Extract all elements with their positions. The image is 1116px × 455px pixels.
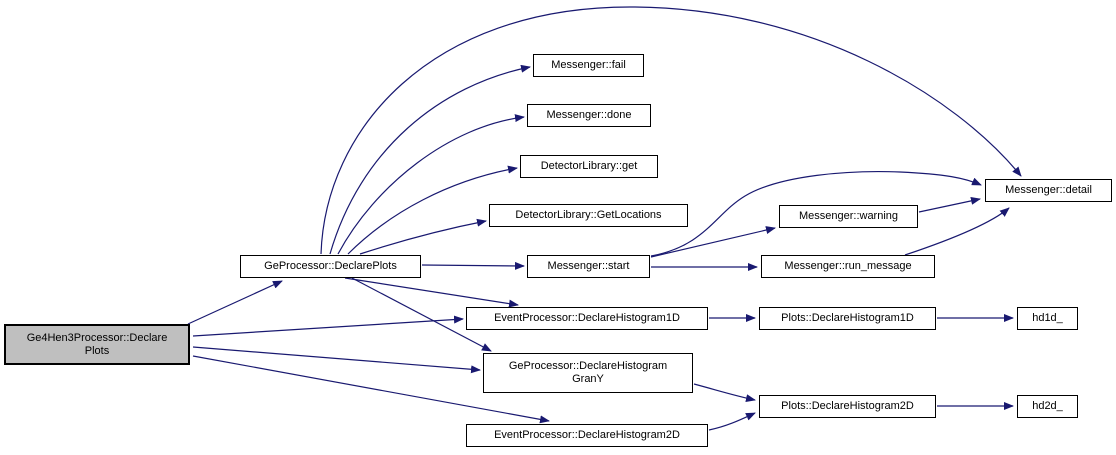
- node-geprocessor-declarehistogramgrany[interactable]: GeProcessor::DeclareHistogram GranY: [483, 353, 693, 393]
- node-detectorlibrary-getlocations[interactable]: DetectorLibrary::GetLocations: [489, 204, 688, 227]
- node-label: Plots::DeclareHistogram1D: [781, 312, 914, 325]
- node-label: Messenger::fail: [551, 59, 626, 72]
- node-eventprocessor-declarehistogram1d[interactable]: EventProcessor::DeclareHistogram1D: [466, 307, 708, 330]
- node-plots-declarehistogram1d[interactable]: Plots::DeclareHistogram1D: [759, 307, 936, 330]
- edge-geprocessor-declareplots-to-messenger-done: [337, 114, 525, 255]
- edge-geprocessor-declareplots-to-geprocessor-declarehistogramgrany: [351, 277, 492, 352]
- node-label-line: GranY: [572, 373, 604, 385]
- node-label: hd1d_: [1032, 312, 1063, 325]
- node-label: GeProcessor::DeclarePlots: [264, 260, 397, 273]
- node-ge4hen3processor-declareplots[interactable]: Ge4Hen3Processor::Declare Plots: [4, 324, 190, 365]
- edge-ge4hen3-to-eventprocessor-declarehistogram2d: [192, 355, 550, 424]
- edge-geprocessor-declareplots-to-messenger-start: [421, 261, 525, 270]
- node-label: DetectorLibrary::get: [540, 160, 638, 173]
- edge-geprocessor-declareplots-to-messenger-fail: [329, 64, 531, 255]
- node-label-line: Ge4Hen3Processor::Declare: [26, 331, 168, 344]
- node-plots-declarehistogram2d[interactable]: Plots::DeclareHistogram2D: [759, 395, 936, 418]
- node-label: EventProcessor::DeclareHistogram2D: [494, 429, 680, 442]
- node-label: Plots::DeclareHistogram2D: [781, 400, 914, 413]
- edge-ge4hen3-to-geprocessor-declarehistogramgrany: [192, 346, 481, 374]
- node-messenger-detail[interactable]: Messenger::detail: [985, 179, 1112, 202]
- node-messenger-fail[interactable]: Messenger::fail: [533, 54, 644, 77]
- edge-messenger-start-to-messenger-detail: [650, 171, 982, 257]
- node-label: Messenger::start: [547, 260, 630, 273]
- edge-geprocessor-declareplots-to-messenger-detail: [320, 6, 1022, 255]
- node-label: Messenger::warning: [798, 210, 899, 223]
- node-geprocessor-declareplots[interactable]: GeProcessor::DeclarePlots: [240, 255, 421, 278]
- edge-eventprocessor-declarehistogram2d-to-plots-declarehistogram2d: [708, 412, 756, 431]
- edge-ge4hen3-to-eventprocessor-declarehistogram1d: [192, 315, 464, 337]
- node-label: Messenger::run_message: [784, 260, 912, 273]
- node-messenger-warning[interactable]: Messenger::warning: [779, 205, 918, 228]
- node-detectorlibrary-get[interactable]: DetectorLibrary::get: [520, 155, 658, 178]
- edge-geprocessor-declareplots-to-detectorlibrary-getlocations: [359, 218, 487, 255]
- node-messenger-run-message[interactable]: Messenger::run_message: [761, 255, 935, 278]
- node-eventprocessor-declarehistogram2d[interactable]: EventProcessor::DeclareHistogram2D: [466, 424, 708, 447]
- node-label: DetectorLibrary::GetLocations: [515, 209, 662, 222]
- edge-geprocessor-declarehistogramgrany-to-plots-declarehistogram2d: [693, 383, 756, 403]
- node-hd2d[interactable]: hd2d_: [1017, 395, 1078, 418]
- edge-messenger-start-to-messenger-warning: [650, 226, 776, 258]
- node-label: Messenger::detail: [1005, 184, 1092, 197]
- node-hd1d[interactable]: hd1d_: [1017, 307, 1078, 330]
- node-label: hd2d_: [1032, 400, 1063, 413]
- edge-geprocessor-declareplots-to-detectorlibrary-get: [347, 165, 518, 255]
- node-label: EventProcessor::DeclareHistogram1D: [494, 312, 680, 325]
- edge-geprocessor-declareplots-to-eventprocessor-declarehistogram1d: [344, 277, 519, 308]
- edge-ge4hen3-to-geprocessor-declareplots: [187, 280, 283, 325]
- node-label: Messenger::done: [546, 109, 632, 122]
- node-messenger-done[interactable]: Messenger::done: [527, 104, 651, 127]
- edge-messenger-run-message-to-messenger-detail: [904, 207, 1010, 256]
- node-messenger-start[interactable]: Messenger::start: [527, 255, 650, 278]
- node-label-line: GeProcessor::DeclareHistogram: [508, 360, 668, 373]
- node-label-line: Plots: [84, 344, 110, 357]
- edge-messenger-warning-to-messenger-detail: [918, 196, 981, 213]
